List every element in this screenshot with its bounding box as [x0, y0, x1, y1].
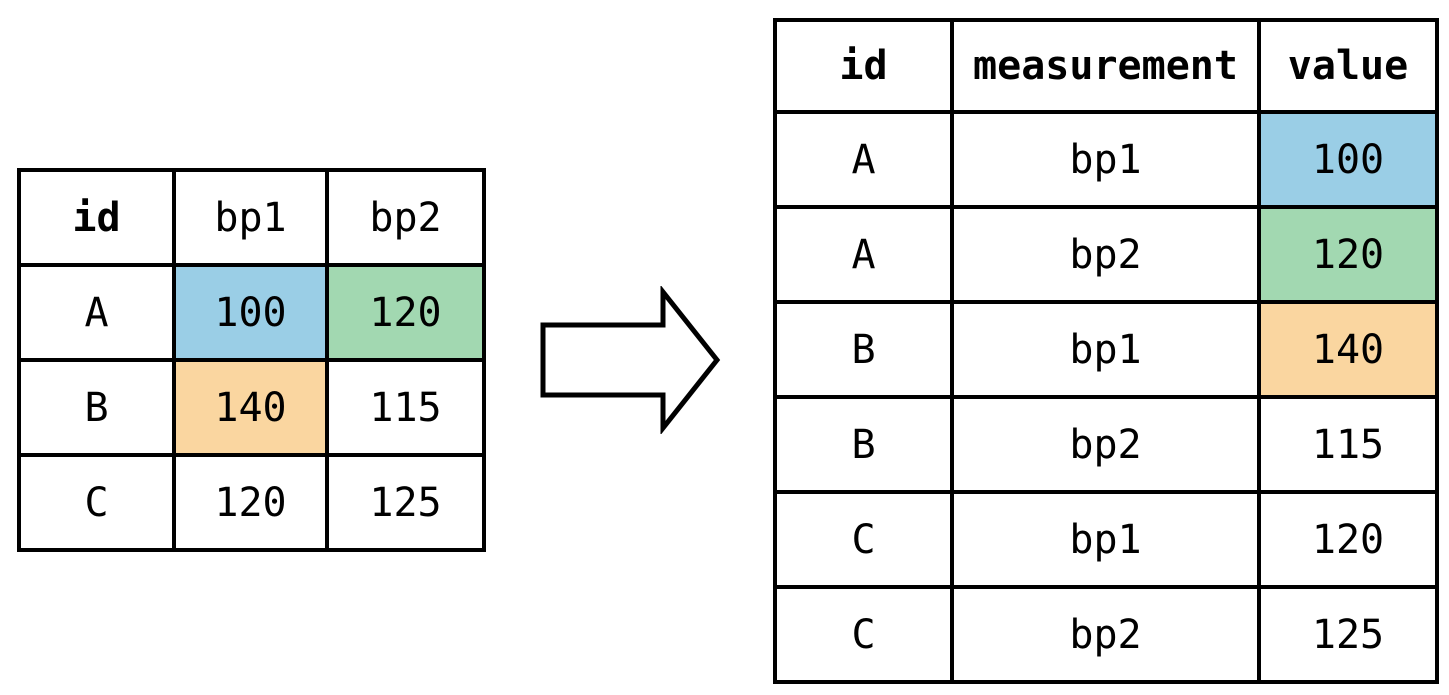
wide-table-header-row: id bp1 bp2	[17, 168, 486, 267]
table-cell: bp2	[950, 395, 1261, 494]
table-cell: 125	[325, 453, 486, 552]
table-cell-highlighted: 100	[172, 263, 329, 362]
table-cell: 115	[325, 358, 486, 457]
table-cell: A	[17, 263, 176, 362]
table-cell: 115	[1257, 395, 1439, 494]
table-row: C 120 125	[17, 453, 486, 552]
table-row: C bp1 120	[773, 490, 1439, 589]
transform-right-arrow-icon	[540, 284, 722, 436]
table-cell: C	[773, 585, 954, 684]
table-cell: 120	[1257, 490, 1439, 589]
table-row: B bp2 115	[773, 395, 1439, 494]
table-row: C bp2 125	[773, 585, 1439, 684]
table-cell: C	[17, 453, 176, 552]
wide-header-id: id	[17, 168, 176, 267]
long-table-header-row: id measurement value	[773, 18, 1439, 114]
long-table: id measurement value A bp1 100 A bp2 120…	[773, 18, 1439, 684]
table-cell: bp1	[950, 490, 1261, 589]
table-row: A 100 120	[17, 263, 486, 362]
table-cell: 120	[172, 453, 329, 552]
table-cell: bp1	[950, 300, 1261, 399]
long-header-measurement: measurement	[950, 18, 1261, 114]
table-cell-highlighted: 120	[325, 263, 486, 362]
wide-table: id bp1 bp2 A 100 120 B 140 115 C 120 125	[17, 168, 486, 552]
table-cell: bp2	[950, 205, 1261, 304]
table-cell: bp1	[950, 110, 1261, 209]
table-cell: bp2	[950, 585, 1261, 684]
table-row: B 140 115	[17, 358, 486, 457]
table-cell: A	[773, 110, 954, 209]
table-row: B bp1 140	[773, 300, 1439, 399]
wide-header-bp1: bp1	[172, 168, 329, 267]
long-header-value: value	[1257, 18, 1439, 114]
long-header-id: id	[773, 18, 954, 114]
table-cell-highlighted: 140	[172, 358, 329, 457]
table-cell-highlighted: 120	[1257, 205, 1439, 304]
table-cell: B	[773, 395, 954, 494]
table-row: A bp1 100	[773, 110, 1439, 209]
table-cell: 125	[1257, 585, 1439, 684]
table-cell: C	[773, 490, 954, 589]
table-cell: A	[773, 205, 954, 304]
table-cell-highlighted: 140	[1257, 300, 1439, 399]
wide-header-bp2: bp2	[325, 168, 486, 267]
table-row: A bp2 120	[773, 205, 1439, 304]
table-cell-highlighted: 100	[1257, 110, 1439, 209]
table-cell: B	[17, 358, 176, 457]
table-cell: B	[773, 300, 954, 399]
